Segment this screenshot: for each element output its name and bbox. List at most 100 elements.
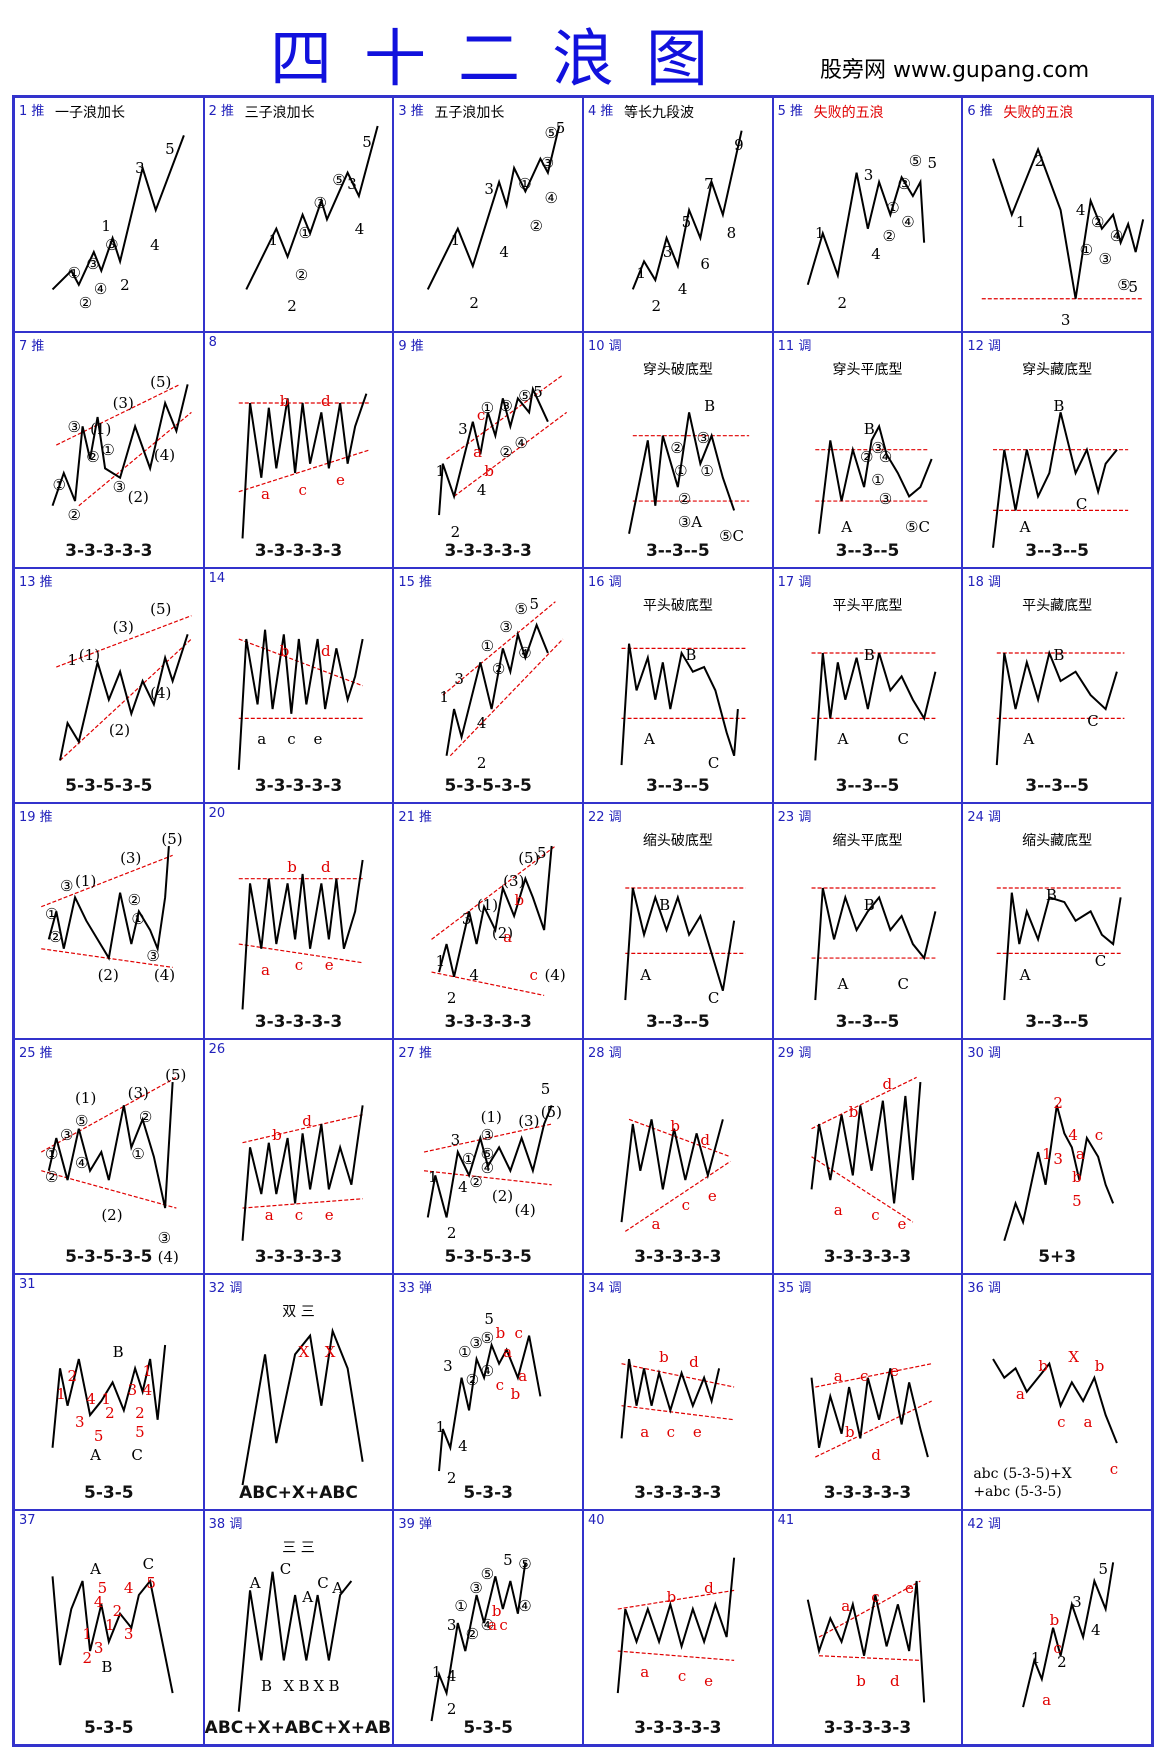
- wave-label: d: [321, 641, 331, 660]
- wave-line: [49, 1082, 173, 1208]
- wave-label: 5: [529, 594, 539, 613]
- wave-label: 1: [142, 1361, 153, 1380]
- wave-label: a: [260, 961, 270, 979]
- wave-label: ⑤: [75, 1112, 89, 1131]
- wave-label: b: [279, 641, 290, 660]
- wave-diagram: [394, 1040, 582, 1273]
- wave-label: ③: [480, 1126, 495, 1145]
- wave-label: B: [704, 396, 716, 415]
- wave-label: A: [1019, 518, 1031, 537]
- wave-label: d: [689, 1352, 699, 1371]
- wave-line: [60, 634, 188, 760]
- wave-line: [1023, 1562, 1113, 1707]
- panel-number: 39 弹: [398, 1516, 433, 1532]
- wave-label: ⑤: [480, 1145, 495, 1164]
- wave-diagram: [963, 1511, 1151, 1744]
- wave-label: b: [1094, 1357, 1105, 1376]
- wave-diagram: [205, 1511, 393, 1744]
- wave-label: ①: [886, 198, 900, 217]
- wave-label: 5: [503, 1550, 513, 1569]
- panel-number: 35 调: [777, 1281, 812, 1297]
- channel-line: [454, 413, 567, 497]
- wave-label: B: [1053, 646, 1065, 665]
- wave-label: ②: [529, 217, 543, 236]
- wave-diagram: [963, 1275, 1151, 1508]
- wave-label: B: [1053, 396, 1065, 415]
- wave-label: 3: [1053, 1149, 1063, 1168]
- wave-structure-code: 5+3: [1038, 1247, 1077, 1268]
- wave-line: [811, 1082, 920, 1203]
- wave-label: 1: [67, 650, 78, 669]
- wave-label: 5: [681, 212, 692, 231]
- wave-label: a: [833, 1201, 843, 1220]
- wave-label: a: [833, 1366, 843, 1385]
- wave-line: [993, 413, 1117, 548]
- wave-label: X: [313, 1676, 325, 1695]
- panel-number: 38 调: [208, 1516, 243, 1532]
- wave-label: ②: [67, 506, 81, 525]
- wave-diagram: [15, 1040, 203, 1273]
- panel-title: 穿头破底型: [642, 362, 713, 379]
- wave-label: 3: [446, 1615, 457, 1634]
- wave-label: ③: [469, 1333, 483, 1352]
- wave-label: ①: [45, 904, 59, 923]
- wave-label: 1: [428, 1168, 438, 1187]
- wave-label: ②: [138, 1107, 153, 1126]
- wave-label: e: [897, 1215, 907, 1234]
- wave-line: [439, 1336, 540, 1471]
- wave-structure-code: 3-3-3-3-3: [823, 1718, 912, 1738]
- wave-label: d: [302, 1112, 312, 1131]
- wave-label: C: [131, 1445, 143, 1464]
- wave-label: e: [324, 956, 334, 975]
- wave-label: c: [677, 1667, 687, 1686]
- wave-label: 5: [484, 1310, 494, 1329]
- wave-label: c: [529, 965, 538, 984]
- wave-label: c: [681, 1196, 690, 1215]
- panel-title: 五子浪加长: [434, 105, 505, 121]
- wave-label: ①: [52, 476, 66, 495]
- panel-title: 失败的五浪: [1003, 105, 1074, 121]
- wave-structure-code: 3-3-3-3-3: [823, 1247, 912, 1268]
- wave-label: b: [514, 890, 525, 909]
- wave-label: c: [476, 406, 486, 425]
- wave-diagram: [584, 1040, 772, 1273]
- wave-label: (1): [480, 1107, 502, 1126]
- wave-label: ③: [60, 1126, 74, 1145]
- wave-label: 5: [165, 140, 175, 159]
- wave-label: ②: [859, 448, 874, 467]
- wave-label: 2: [67, 1366, 78, 1385]
- wave-label: b: [670, 1117, 680, 1136]
- wave-label: 1: [101, 217, 111, 236]
- wave-label: a: [1083, 1413, 1093, 1432]
- channel-line: [242, 1198, 362, 1207]
- wave-label: 1: [1015, 212, 1026, 231]
- panel-title: 等长九段波: [624, 105, 694, 121]
- wave-label: 5: [146, 1573, 156, 1592]
- channel-line: [424, 1170, 552, 1184]
- panel-number: 5 推: [777, 104, 804, 119]
- wave-label: ⑤: [518, 387, 532, 406]
- wave-label: ③: [878, 490, 893, 509]
- wave-diagram: [205, 804, 393, 1037]
- wave-label: 3: [123, 1625, 134, 1644]
- wave-label: ④: [480, 1159, 495, 1178]
- wave-structure-code: 3-3-3-3-3: [634, 1482, 722, 1503]
- wave-diagram: [394, 1511, 582, 1744]
- wave-line: [439, 389, 548, 515]
- wave-label: b: [666, 1587, 677, 1606]
- wave-label: ②: [491, 660, 506, 679]
- wave-label: 2: [135, 1403, 145, 1422]
